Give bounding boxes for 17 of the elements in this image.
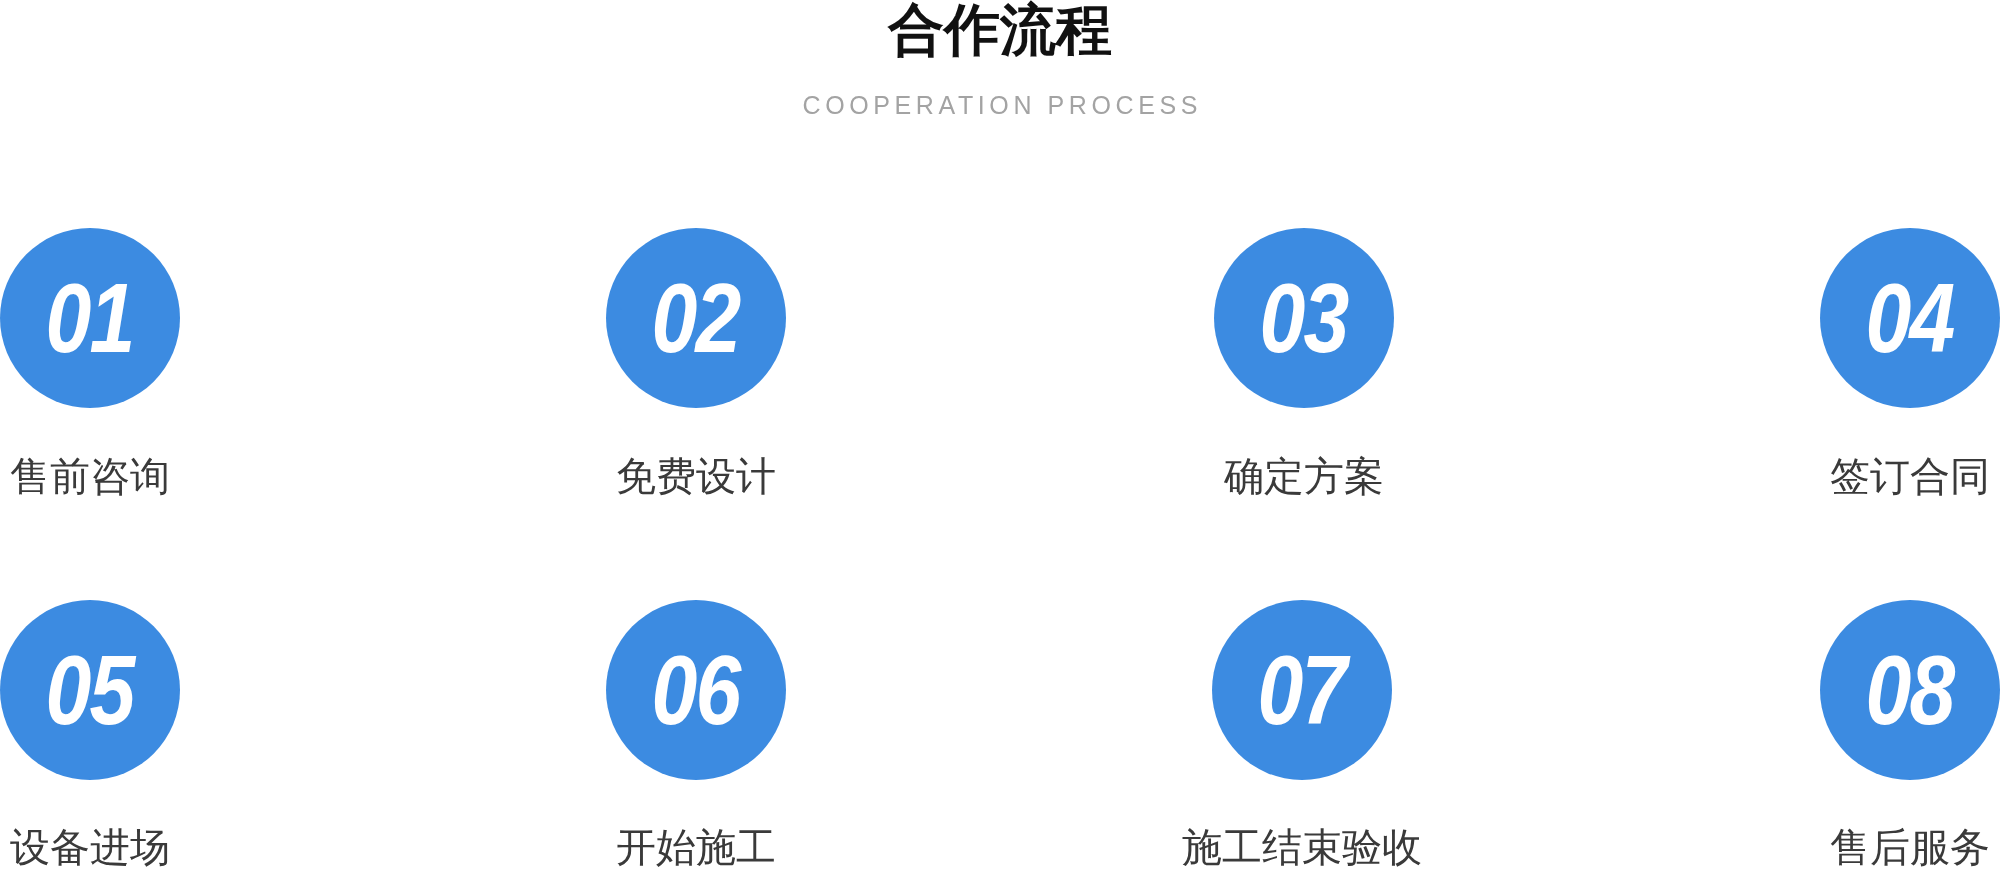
step-label: 开始施工 [616, 825, 776, 869]
step-number: 04 [1865, 278, 1955, 358]
step-number: 05 [45, 650, 135, 730]
step-label: 售前咨询 [10, 454, 170, 498]
step-number: 02 [651, 278, 741, 358]
step-label: 设备进场 [10, 825, 170, 869]
step-number: 03 [1259, 278, 1349, 358]
step-label: 确定方案 [1224, 454, 1384, 498]
step-label: 售后服务 [1830, 825, 1990, 869]
step-number: 06 [651, 650, 741, 730]
step-number: 01 [45, 278, 135, 358]
title: 合作流程 [888, 0, 1112, 60]
step-label: 施工结束验收 [1182, 825, 1422, 869]
step-label: 免费设计 [616, 454, 776, 498]
step-label: 签订合同 [1830, 454, 1990, 498]
step-number: 08 [1865, 650, 1955, 730]
subtitle: COOPERATION PROCESS [801, 92, 1203, 118]
